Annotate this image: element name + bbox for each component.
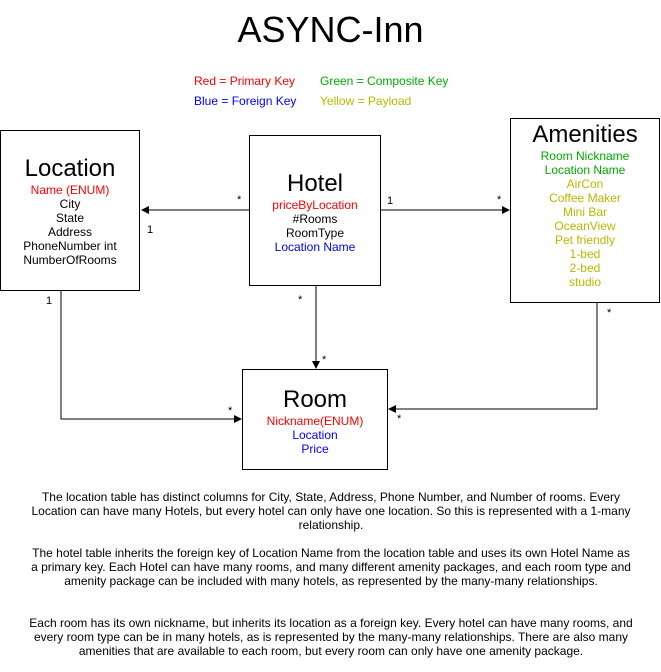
- legend-foreign-key: Blue = Foreign Key: [194, 94, 297, 108]
- amenities-field-studio: studio: [568, 275, 602, 289]
- location-table: Location Name (ENUM) City State Address …: [0, 130, 140, 291]
- amenities-to-room-line: [388, 303, 598, 413]
- location-field-address: Address: [47, 225, 93, 239]
- description-location: The location table has distinct columns …: [31, 490, 631, 532]
- room-field-nickname: Nickname(ENUM): [266, 414, 364, 428]
- location-field-phonenumber: PhoneNumber int: [23, 239, 117, 253]
- hotel-field-pricebylocation: priceByLocation: [272, 198, 358, 212]
- cardinality-hotel-amenities-many: *: [497, 194, 502, 206]
- legend-payload: Yellow = Payload: [320, 94, 412, 108]
- amenities-field-aircon: AirCon: [566, 177, 604, 191]
- amenities-field-location-name: Location Name: [544, 163, 626, 177]
- cardinality-amenities-room-many-top: *: [607, 307, 612, 319]
- room-field-price: Price: [301, 442, 329, 456]
- hotel-table: Hotel priceByLocation #Rooms RoomType Lo…: [249, 135, 381, 286]
- amenities-field-coffee-maker: Coffee Maker: [549, 191, 621, 205]
- location-field-state: State: [55, 211, 85, 225]
- description-hotel: The hotel table inherits the foreign key…: [31, 546, 631, 588]
- amenities-field-room-nickname: Room Nickname: [540, 149, 630, 163]
- amenities-table-name: Amenities: [532, 121, 638, 148]
- legend-composite-key: Green = Composite Key: [320, 74, 449, 88]
- room-field-location: Location: [292, 428, 338, 442]
- location-field-numberofrooms: NumberOfRooms: [23, 253, 117, 267]
- location-field-city: City: [59, 197, 81, 211]
- cardinality-hotel-room-many-bottom: *: [322, 354, 327, 366]
- cardinality-location-room-many: *: [228, 405, 233, 417]
- amenities-field-1-bed: 1-bed: [569, 247, 601, 261]
- cardinality-hotel-location-one: 1: [147, 224, 154, 236]
- hotel-field-roomtype: RoomType: [285, 226, 345, 240]
- cardinality-amenities-room-many-bottom: *: [397, 413, 402, 425]
- location-field-name: Name (ENUM): [30, 183, 110, 197]
- amenities-field-oceanview: OceanView: [554, 219, 616, 233]
- cardinality-hotel-amenities-one: 1: [387, 195, 394, 207]
- room-table: Room Nickname(ENUM) Location Price: [242, 369, 388, 470]
- legend-primary-key: Red = Primary Key: [194, 74, 296, 88]
- hotel-table-name: Hotel: [286, 170, 344, 197]
- location-table-name: Location: [24, 155, 116, 182]
- room-table-name: Room: [282, 386, 348, 413]
- cardinality-location-room-one: 1: [46, 295, 53, 307]
- diagram-title: ASYNC-Inn: [237, 9, 424, 50]
- location-to-room-line: [60, 291, 242, 423]
- hotel-field-location-name: Location Name: [274, 240, 356, 254]
- hotel-field-rooms: #Rooms: [292, 212, 338, 226]
- cardinality-hotel-room-many-top: *: [298, 294, 303, 306]
- amenities-field-pet-friendly: Pet friendly: [554, 233, 616, 247]
- amenities-field-2-bed: 2-bed: [569, 261, 601, 275]
- amenities-table: Amenities Room Nickname Location Name Ai…: [510, 118, 660, 303]
- amenities-field-mini-bar: Mini Bar: [562, 205, 607, 219]
- cardinality-hotel-location-many: *: [237, 194, 242, 206]
- description-room: Each room has its own nickname, but inhe…: [29, 616, 633, 658]
